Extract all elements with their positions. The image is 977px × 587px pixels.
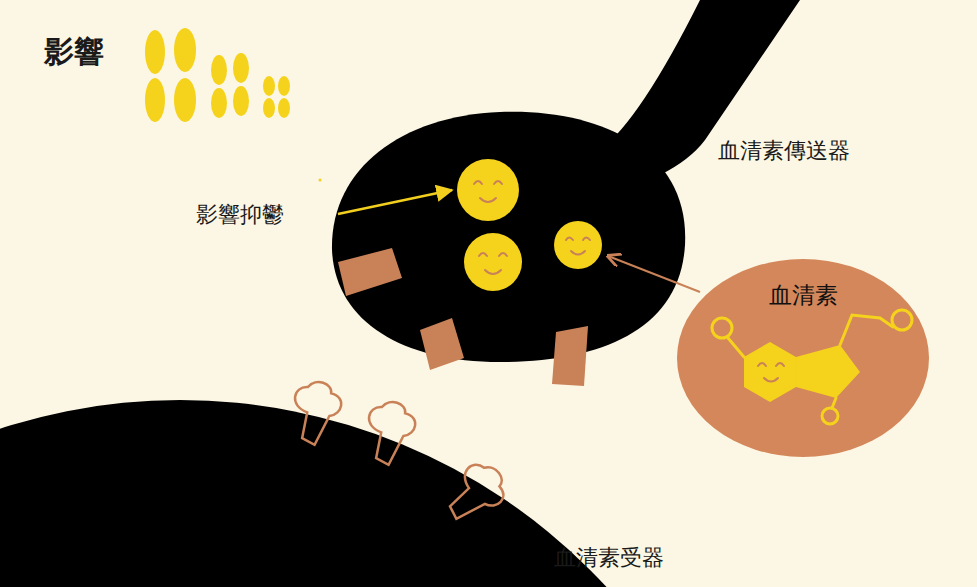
depression-label: 影響抑鬱 bbox=[196, 202, 284, 228]
transporter-label: 血清素傳送器 bbox=[718, 138, 850, 164]
leader-arrow bbox=[608, 256, 700, 292]
serotonin-circle: 血清素 bbox=[676, 258, 930, 458]
influence-bars bbox=[145, 28, 290, 122]
serotonin-molecule bbox=[712, 310, 912, 424]
influence-title: 影響 bbox=[44, 34, 104, 70]
leader-arrow bbox=[338, 190, 452, 214]
dot bbox=[319, 179, 322, 182]
receptor-neuron bbox=[0, 400, 760, 587]
receptor-label: 血清素受器 bbox=[554, 545, 664, 571]
serotonin-receptor bbox=[282, 375, 514, 528]
release-channel bbox=[338, 248, 588, 386]
serotonin-vesicle bbox=[457, 159, 602, 291]
node-text: 血清素 bbox=[676, 258, 930, 310]
